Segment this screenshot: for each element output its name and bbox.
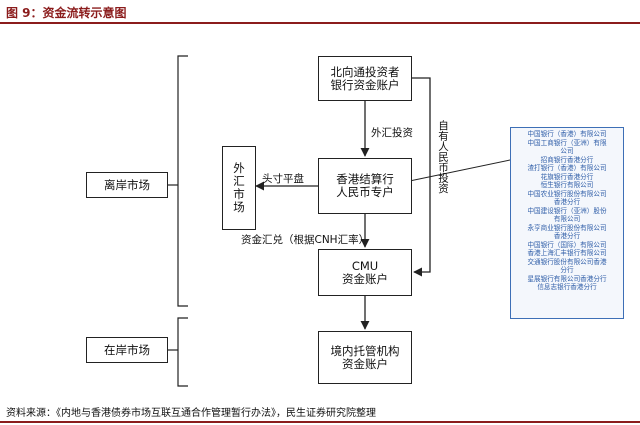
bank-line: 中国农业银行股份有限公司 (527, 189, 607, 198)
onshore-bracket (177, 317, 188, 387)
title-rule (0, 22, 640, 24)
hk-settlement-line-2: 人民币专户 (336, 185, 394, 199)
northbound-investor-box: 北向通投资者 银行资金账户 (318, 56, 412, 101)
northbound-line-1: 北向通投资者 (330, 64, 400, 79)
bank-line: 香港分行 (553, 198, 581, 206)
bank-line: 花旗银行香港分行 (540, 172, 594, 181)
custodian-line-2: 资金账户 (342, 356, 388, 371)
custodian-box: 境内托管机构 资金账户 (318, 331, 412, 384)
arrow-own-rmb (412, 77, 431, 277)
offshore-bracket (177, 55, 188, 307)
fx-market-box: 外 汇 市 场 (222, 146, 256, 230)
bottom-rule (0, 421, 640, 423)
cmu-account-box: CMU 资金账户 (318, 249, 412, 296)
bank-line: 分行 (560, 266, 574, 274)
bank-line: 中国建设银行（亚洲）股份 (527, 206, 607, 215)
bank-line: 交通银行股份有限公司香港 (527, 257, 607, 266)
source-note: 资料来源：《内地与香港债券市场互联互通合作管理暂行办法》，民生证券研究院整理 (6, 408, 376, 419)
bank-line: 公司 (560, 147, 574, 155)
bank-line: 恒生银行有限公司 (540, 181, 594, 189)
bank-line: 永亨商业银行股份有限公司 (527, 223, 607, 232)
bank-line: 中国银行（国际）有限公司 (527, 240, 607, 249)
cmu-line-2: 资金账户 (342, 271, 388, 286)
settlement-bank-panel: 中国银行（香港）有限公司 中国工商银行（亚洲）有限 公司 招商银行香港分行 渣打… (510, 127, 624, 319)
onshore-market-box: 在岸市场 (86, 337, 168, 363)
fx-market-char-3: 市 (233, 187, 245, 201)
bank-line: 有限公司 (553, 215, 581, 223)
fx-market-char-4: 场 (233, 200, 245, 214)
bank-line: 星展银行有限公司香港分行 (527, 274, 607, 283)
figure-title: 图 9：资金流转示意图 (6, 6, 127, 20)
custodian-line-1: 境内托管机构 (330, 343, 400, 358)
onshore-market-label: 在岸市场 (104, 343, 150, 357)
fx-market-char-2: 汇 (233, 174, 245, 188)
offshore-market-label: 离岸市场 (104, 178, 150, 192)
bank-line: 香港上海汇丰银行有限公司 (527, 249, 607, 257)
fx-investment-label: 外汇投资 (371, 127, 413, 139)
bank-panel-pointer (399, 159, 511, 184)
bank-line: 香港分行 (553, 232, 581, 240)
cmu-line-1: CMU (351, 258, 379, 273)
bank-line: 信息志银行香港分行 (537, 283, 597, 291)
bank-line: 中国银行（香港）有限公司 (527, 130, 607, 138)
hk-settlement-line-1: 香港结算行 (336, 172, 394, 186)
offshore-market-box: 离岸市场 (86, 172, 168, 198)
square-position-label: 头寸平盘 (262, 173, 304, 185)
hk-settlement-box: 香港结算行 人民币专户 (318, 158, 412, 214)
bank-line: 中国工商银行（亚洲）有限 (527, 138, 607, 147)
northbound-line-2: 银行资金账户 (330, 77, 400, 92)
bank-line: 渣打银行（香港）有限公司 (527, 164, 607, 172)
own-rmb-investment-label: 自有人民币投资 (437, 120, 449, 194)
fund-exchange-label: 资金汇兑（根据CNH汇率） (241, 234, 370, 246)
fx-market-char-1: 外 (233, 161, 245, 175)
bank-line: 招商银行香港分行 (540, 155, 594, 164)
